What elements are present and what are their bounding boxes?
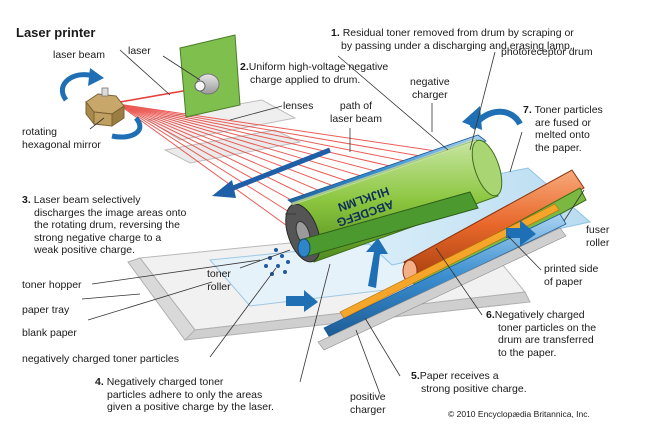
label-toner-hopper: toner hopper (22, 279, 82, 291)
step-5: 5.Paper receives a strong positive charg… (411, 370, 527, 395)
step-2: 2.Uniform high-voltage negative charge a… (240, 61, 389, 86)
label-laser-beam: laser beam (53, 49, 105, 61)
step-3: 3. Laser beam selectively discharges the… (22, 194, 187, 256)
label-printed-side-of-paper: printed side of paper (544, 263, 599, 288)
scan-direction-arrow (212, 147, 331, 198)
paper-feed-arrows (286, 220, 536, 312)
positive-charger (317, 203, 567, 351)
label-path-of-laser-beam: path of laser beam (330, 100, 382, 125)
label-paper-tray: paper tray (22, 304, 70, 316)
toner-roller (297, 191, 479, 258)
step-4: 4. Negatively charged toner particles ad… (95, 376, 274, 413)
label-negative-charger: negative charger (410, 76, 450, 101)
label-photoreceptor-drum: photoreceptor drum (501, 46, 593, 58)
label-fuser-roller: fuser roller (586, 224, 610, 249)
label-blank-paper: blank paper (22, 327, 77, 339)
label-toner-roller: toner roller (207, 268, 231, 293)
label-negatively-charged-toner-particles: negatively charged toner particles (22, 353, 180, 365)
mirror-rotation-arrow (59, 72, 95, 102)
step-1: 1. Residual toner removed from drum by s… (331, 27, 574, 52)
laser-beam-fan (117, 103, 471, 229)
label-positive-charger: positive charger (350, 391, 386, 416)
leader-lines (81, 49, 585, 395)
step-6: 6.Negatively charged toner particles on … (486, 309, 597, 359)
diagram-title: Laser printer (16, 25, 96, 40)
label-laser: laser (128, 45, 151, 57)
label-rotating-mirror: rotating hexagonal mirror (22, 126, 101, 151)
copyright-notice: © 2010 Encyclopædia Britannica, Inc. (448, 409, 590, 419)
label-lenses: lenses (283, 100, 314, 112)
laser-unit (179, 34, 241, 118)
toner-particles (264, 248, 290, 276)
step-7: 7. Toner particles are fused or melted o… (523, 104, 603, 154)
hexagonal-mirror (85, 87, 125, 127)
